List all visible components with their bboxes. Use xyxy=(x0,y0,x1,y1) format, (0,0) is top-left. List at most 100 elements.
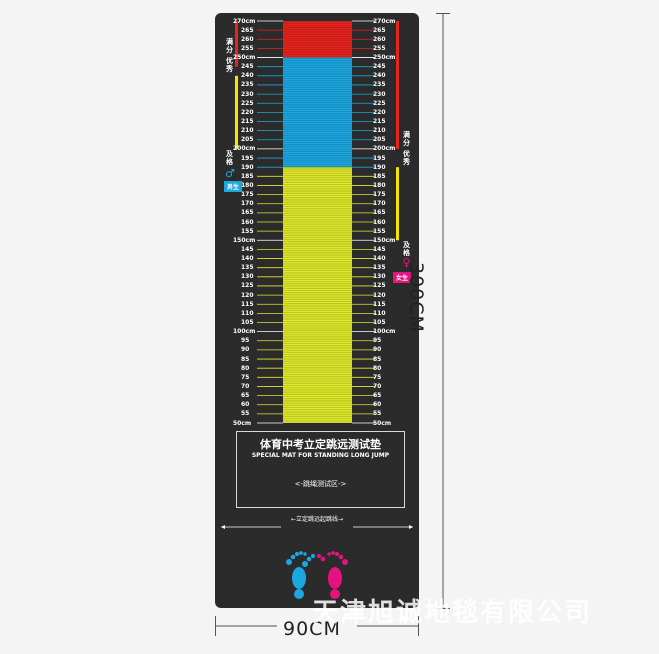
tick-label-right: 55 xyxy=(373,410,382,418)
tick-label-right: 100cm xyxy=(373,328,396,336)
tick-label-left: 115 xyxy=(241,300,254,308)
tick-label-right: 235 xyxy=(373,81,386,89)
left-footprint-icon xyxy=(286,551,316,599)
tick-label-right: 125 xyxy=(373,282,386,290)
watermark: 天津旭诚地毯有限公司 xyxy=(312,598,593,628)
height-dimension-line xyxy=(436,13,450,609)
tick-label-left: 265 xyxy=(241,26,254,34)
tick-label-right: 140 xyxy=(373,255,386,263)
tick-label-right: 130 xyxy=(373,273,386,281)
tick-label-right: 245 xyxy=(373,63,386,71)
width-dimension-line xyxy=(215,616,419,636)
female-pass-label: 及格 xyxy=(403,241,410,257)
tick-label-left: 80 xyxy=(241,364,250,372)
tick-label-right: 200cm xyxy=(373,145,396,153)
tick-label-left: 190 xyxy=(241,163,254,171)
tick-label-left: 140 xyxy=(241,255,254,263)
width-label: 90CM xyxy=(283,618,341,640)
tick-label-left: 185 xyxy=(241,172,254,180)
tick-label-left: 60 xyxy=(241,401,250,409)
tick-label-right: 190 xyxy=(373,163,386,171)
tick-label-left: 220 xyxy=(241,108,254,116)
tick-label-left: 225 xyxy=(241,99,254,107)
male-excellent-label: 优秀 xyxy=(226,57,233,73)
tick-label-left: 120 xyxy=(241,291,254,299)
tick-label-left: 65 xyxy=(241,392,250,400)
tick-label-right: 115 xyxy=(373,300,386,308)
female-symbol-icon: ♀ xyxy=(402,256,411,269)
tick-label-left: 150cm xyxy=(233,236,256,244)
tick-label-right: 175 xyxy=(373,191,386,199)
tick-label-right: 80 xyxy=(373,364,382,372)
zone-bar-red xyxy=(283,21,352,58)
tick-label-left: 75 xyxy=(241,373,250,381)
tick-label-left: 100cm xyxy=(233,328,256,336)
tick-label-right: 155 xyxy=(373,227,386,235)
mat-title-cn: 体育中考立定跳远测试垫 xyxy=(260,438,381,451)
tick-label-right: 120 xyxy=(373,291,386,299)
tick-label-left: 215 xyxy=(241,118,254,125)
tick-label-right: 180 xyxy=(373,181,386,189)
tick-label-left: 160 xyxy=(241,218,254,226)
start-line: ←立定跳远起跳线→ xyxy=(221,516,413,529)
tick-label-right: 210 xyxy=(373,127,386,135)
tick-label-left: 200cm xyxy=(233,145,256,153)
tick-label-right: 95 xyxy=(373,337,382,345)
tick-label-left: 250cm xyxy=(233,54,256,62)
tick-label-right: 185 xyxy=(373,172,386,180)
tick-label-right: 90 xyxy=(373,346,382,354)
tick-label-right: 265 xyxy=(373,26,386,34)
mat-title-en: SPECIAL MAT FOR STANDING LONG JUMP xyxy=(251,452,390,459)
tick-label-left: 145 xyxy=(241,245,254,253)
rope-test-zone-label: <-跳绳测试区-> xyxy=(294,480,347,488)
tick-label-left: 135 xyxy=(241,264,254,272)
tick-label-right: 150cm xyxy=(373,236,396,244)
footprints xyxy=(286,551,348,599)
male-symbol-icon: ♂ xyxy=(225,167,235,180)
male-pass-bar xyxy=(235,75,238,149)
female-full-score-label: 满分 xyxy=(403,131,410,147)
tick-label-right: 65 xyxy=(373,392,382,400)
tick-label-right: 110 xyxy=(373,309,386,317)
male-full-score-label: 满分 xyxy=(226,38,233,54)
right-footprint-icon xyxy=(316,551,348,599)
tick-label-left: 180 xyxy=(241,181,254,189)
tick-label-left: 110 xyxy=(241,309,254,317)
tick-label-right: 205 xyxy=(373,136,386,144)
tick-label-right: 165 xyxy=(373,209,386,217)
tick-label-right: 195 xyxy=(373,154,386,162)
tick-label-right: 85 xyxy=(373,355,382,363)
tick-label-left: 85 xyxy=(241,355,250,363)
male-full-score-bar xyxy=(235,21,238,67)
tick-label-right: 260 xyxy=(373,35,386,43)
tick-label-left: 70 xyxy=(241,382,250,390)
tick-label-right: 70 xyxy=(373,382,382,390)
tick-label-right: 255 xyxy=(373,44,386,52)
tick-label-left: 130 xyxy=(241,273,254,281)
tick-label-left: 155 xyxy=(241,227,254,235)
tick-label-left: 50cm xyxy=(233,419,252,427)
tick-label-right: 220 xyxy=(373,108,386,116)
tick-label-left: 270cm xyxy=(233,17,256,25)
tick-label-right: 60 xyxy=(373,401,382,409)
female-badge: 女生 xyxy=(393,272,412,283)
tick-label-right: 105 xyxy=(373,319,386,326)
tick-label-left: 170 xyxy=(241,200,254,208)
tick-label-right: 75 xyxy=(373,373,382,381)
tick-label-right: 270cm xyxy=(373,17,396,25)
tick-label-right: 160 xyxy=(373,218,386,226)
tick-label-left: 165 xyxy=(241,209,254,217)
zone-bar-yellow xyxy=(283,167,352,423)
male-badge: 男生 xyxy=(224,181,243,192)
jump-scale xyxy=(235,20,399,424)
tick-label-left: 95 xyxy=(241,337,250,345)
tick-label-right: 145 xyxy=(373,245,386,253)
zone-bar-blue xyxy=(283,57,352,168)
tick-label-left: 55 xyxy=(241,410,250,418)
tick-label-left: 240 xyxy=(241,72,254,80)
tick-label-right: 250cm xyxy=(373,54,396,62)
tick-label-left: 175 xyxy=(241,191,254,199)
tick-label-right: 230 xyxy=(373,90,386,98)
tick-label-right: 135 xyxy=(373,264,386,272)
